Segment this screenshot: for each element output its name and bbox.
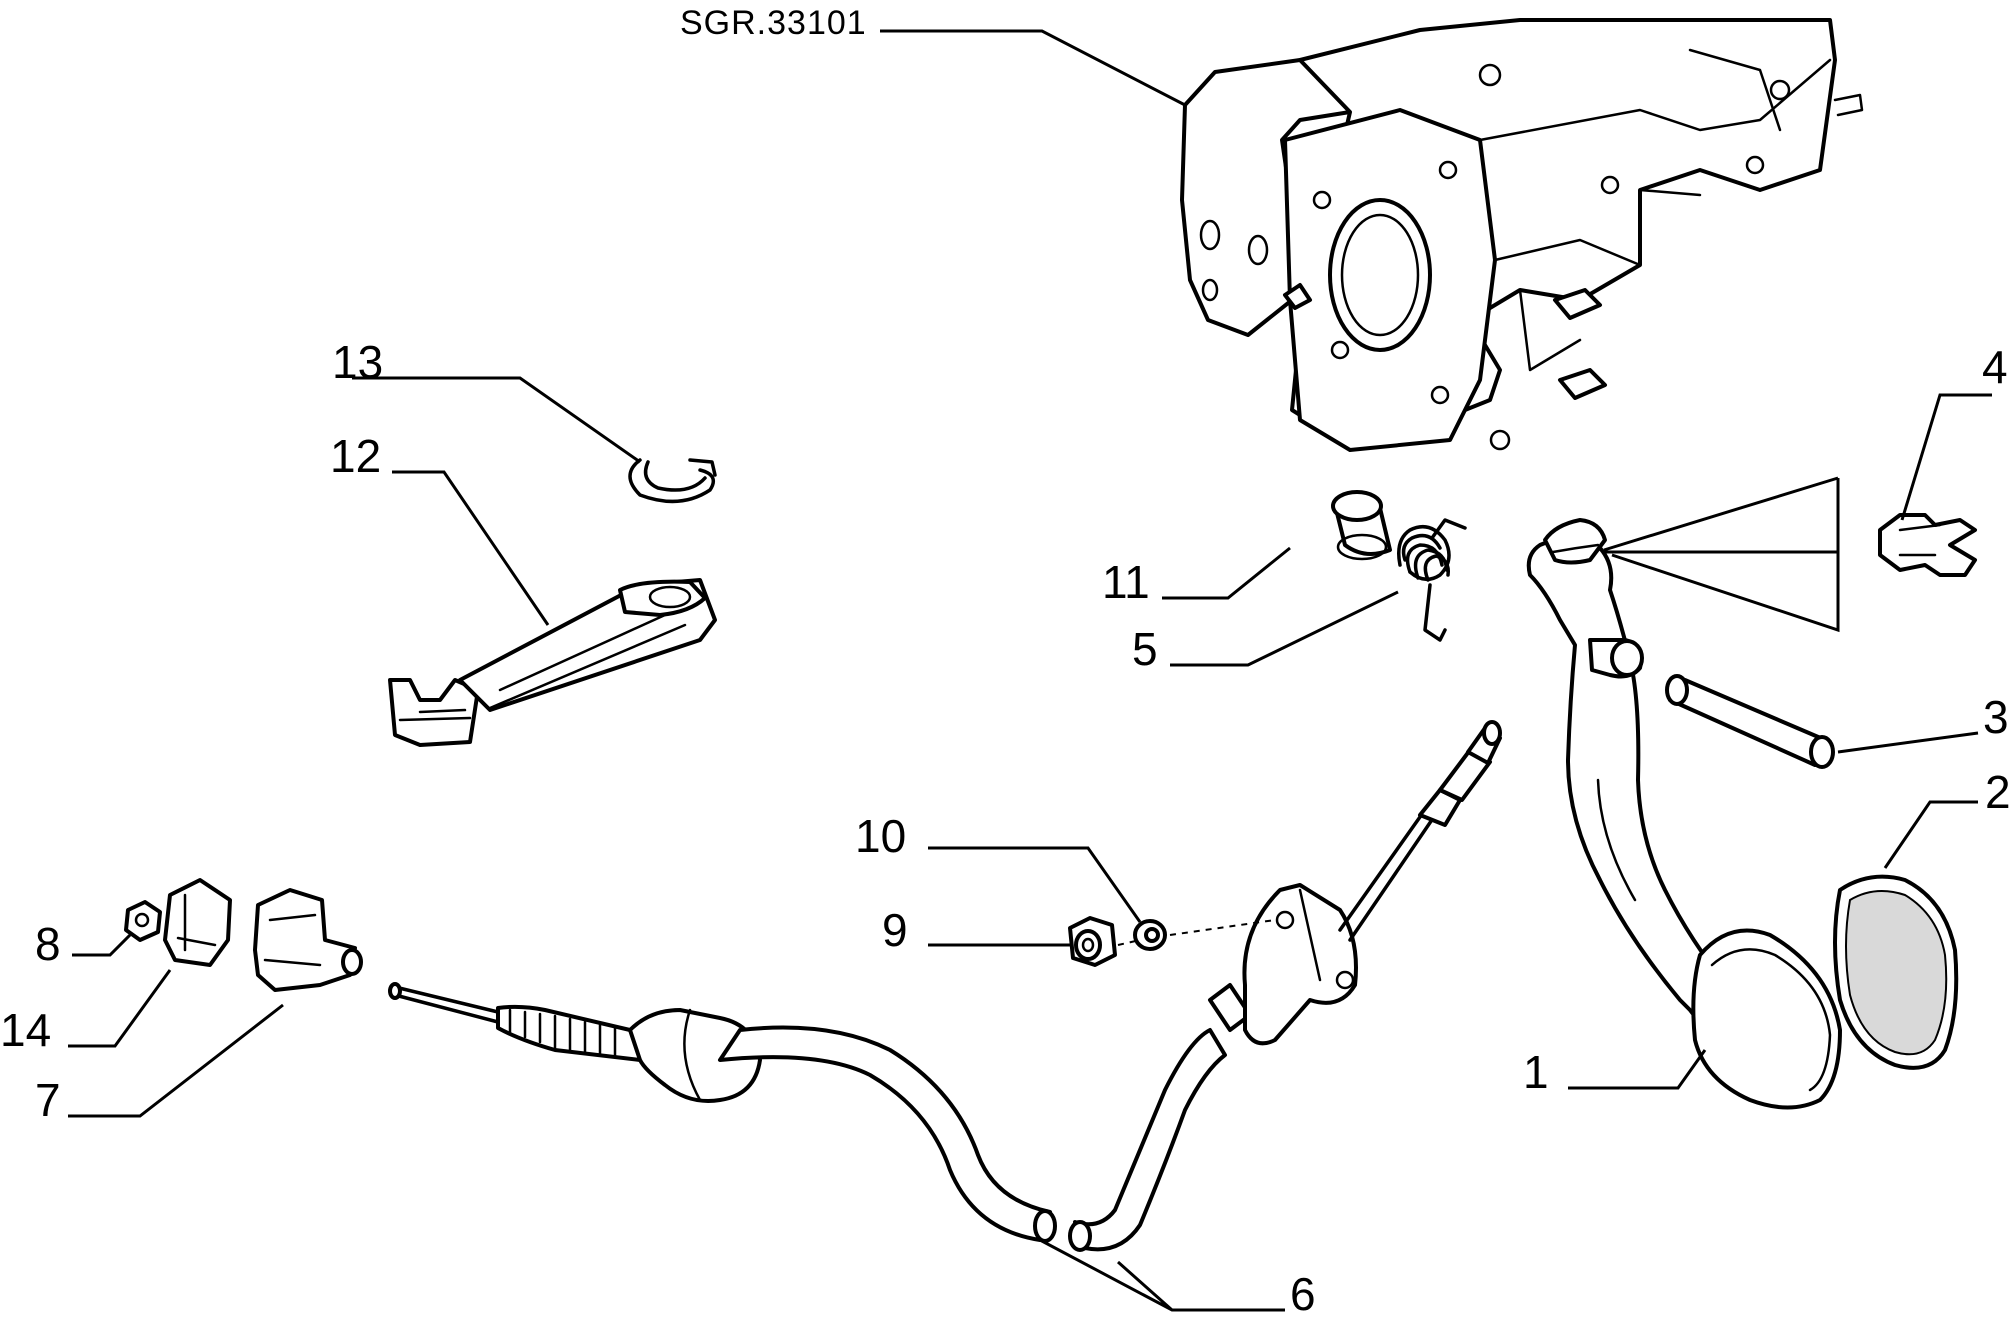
part-11-bush	[1331, 490, 1392, 561]
callout-9: 9	[882, 904, 908, 956]
leader-8	[72, 933, 132, 957]
callout-6: 6	[1290, 1268, 1316, 1320]
callout-2: 2	[1985, 766, 2011, 818]
leader-5	[1170, 590, 1399, 667]
part-7-cable-clamp	[253, 888, 363, 992]
callout-10: 10	[855, 810, 906, 862]
callout-1: 1	[1523, 1046, 1549, 1098]
callout-8: 8	[35, 918, 61, 970]
callout-7: 7	[35, 1074, 61, 1126]
leader-7	[68, 1003, 284, 1118]
callout-14: 14	[0, 1004, 51, 1056]
part-2-pedal-pad-rubber	[1833, 874, 1959, 1070]
callout-5: 5	[1132, 623, 1158, 675]
part-9-nut	[1068, 916, 1117, 967]
callout-11: 11	[1102, 556, 1150, 608]
leader-13	[352, 376, 641, 464]
part-13-retaining-clip	[628, 458, 717, 504]
leader-4	[1900, 393, 1992, 521]
leader-3	[1837, 731, 1979, 754]
drawing-code: SGR.33101	[680, 4, 867, 42]
leader-1	[1568, 1049, 1707, 1090]
part-6-clutch-cable	[388, 720, 1502, 1252]
part-4-fork-clip	[1878, 513, 1977, 577]
assembly-axis	[1117, 919, 1276, 946]
part-1-clutch-pedal	[1526, 518, 1842, 1110]
part-12-release-lever	[388, 578, 717, 747]
callout-3: 3	[1983, 691, 2009, 743]
leader-11	[1162, 546, 1291, 600]
part-5-return-spring	[1397, 518, 1467, 642]
leader-drawing-code	[880, 29, 1186, 107]
leader-12	[392, 470, 550, 626]
leader-14	[68, 969, 172, 1048]
pedal-bracket	[1180, 18, 1864, 452]
leader-10	[928, 846, 1142, 923]
part-10-washer	[1133, 919, 1167, 951]
part-8-nut	[124, 900, 162, 942]
leader-2	[1883, 800, 1978, 869]
callout-13: 13	[332, 336, 383, 388]
callout-4: 4	[1982, 341, 2008, 393]
part-3-pivot-pin	[1665, 674, 1835, 769]
part-14-bracket-clip	[163, 878, 232, 967]
leader-4-bracket	[1600, 476, 1840, 633]
leader-6	[1039, 1238, 1285, 1312]
callout-12: 12	[330, 430, 381, 482]
